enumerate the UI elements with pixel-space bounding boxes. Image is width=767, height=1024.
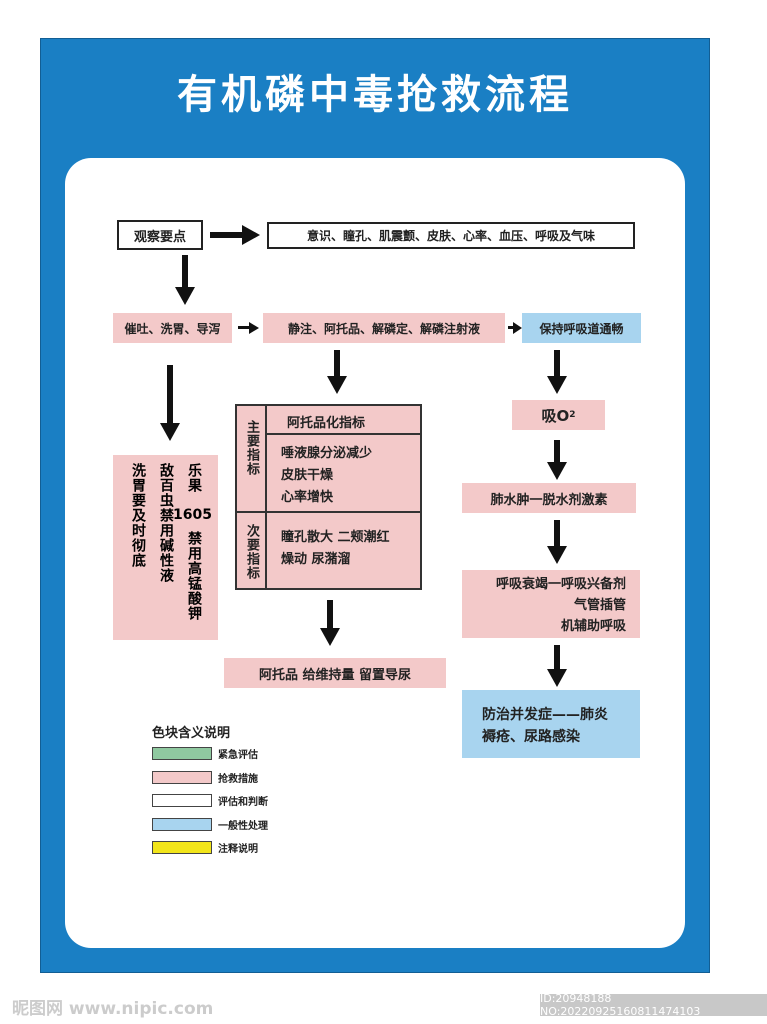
arrow-right	[210, 232, 244, 238]
resp-fail-line: 机辅助呼吸	[560, 619, 626, 634]
prevention-line: 褥疮、尿路感染	[482, 729, 580, 745]
injection-box: 静注、阿托品、解磷定、解磷注射液	[263, 313, 505, 343]
dipterex-note: 敌百虫禁用碱性液	[158, 463, 174, 583]
arrow-right-small	[238, 326, 250, 329]
main-indicator-label: 主要指标	[244, 420, 259, 476]
legend-label: 评估和判断	[218, 797, 268, 808]
oxygen-subscript: 2	[569, 410, 576, 420]
legend-item: 注释说明	[152, 840, 258, 855]
page-title: 有机磷中毒抢救流程	[177, 72, 573, 118]
legend-swatch	[152, 770, 212, 784]
prevention-box: 防治并发症——肺炎 褥疮、尿路感染	[462, 690, 640, 758]
prevention-line: 防治并发症——肺炎	[482, 707, 608, 723]
legend-label: 抢救措施	[218, 773, 258, 785]
watermark-logo: 昵图网 www.nipic.com	[12, 999, 214, 1019]
legend-item: 紧急评估	[152, 746, 258, 761]
arrow-right-head	[242, 225, 260, 245]
permanganate-note: 禁用高锰酸钾	[186, 531, 202, 621]
main-item: 唾液腺分泌减少	[281, 446, 373, 461]
table-header: 阿托品化指标	[287, 416, 366, 431]
legend-swatch	[152, 794, 212, 807]
main-item: 皮肤干燥	[281, 468, 334, 483]
legend-swatch	[152, 747, 212, 760]
resp-fail-line: 气管插管	[573, 598, 626, 613]
emesis-box: 催吐、洗胃、导泻	[113, 313, 232, 343]
minor-indicator-label: 次要指标	[244, 524, 259, 580]
main-item: 心率增快	[281, 490, 334, 505]
legend-swatch	[152, 841, 212, 854]
observe-box: 观察要点	[117, 220, 203, 250]
legend-title: 色块含义说明	[152, 726, 231, 741]
rogor-label: 乐果	[186, 463, 202, 493]
gastric-lavage-box: 洗胃要及时彻底 敌百虫禁用碱性液 乐果 1605 禁用高锰酸钾	[113, 455, 218, 640]
legend-label: 注释说明	[218, 844, 258, 855]
legend-item: 一般性处理	[152, 817, 268, 832]
legend-label: 一般性处理	[218, 820, 268, 832]
resp-fail-line: 呼吸衰竭一呼吸兴备剂	[495, 577, 626, 592]
legend-item: 评估和判断	[152, 793, 268, 808]
gastric-note: 洗胃要及时彻底	[130, 463, 146, 568]
oxygen-label: 吸O	[541, 406, 570, 425]
observe-items-box: 意识、瞳孔、肌震颤、皮肤、心率、血压、呼吸及气味	[267, 222, 635, 249]
arrow-head	[249, 322, 259, 334]
respiratory-failure-box: 呼吸衰竭一呼吸兴备剂 气管插管 机辅助呼吸	[462, 570, 640, 638]
legend-item: 抢救措施	[152, 770, 258, 785]
legend-swatch	[152, 817, 212, 831]
arrow-head	[513, 322, 522, 334]
arrow-right-small	[508, 326, 514, 329]
airway-box: 保持呼吸道通畅	[522, 313, 641, 343]
atropinization-table: 主要指标 阿托品化指标 唾液腺分泌减少 皮肤干燥 心率增快 次要指标 瞳孔散大 …	[235, 404, 422, 590]
maintenance-box: 阿托品 给维持量 留置导尿	[224, 658, 446, 688]
image-id-badge: ID:20948188 NO:20220925160811474103	[540, 992, 767, 1018]
legend-label: 紧急评估	[218, 750, 258, 761]
edema-box: 肺水肿一脱水剂激素	[462, 483, 636, 513]
minor-item: 瞳孔散大 二颊潮红	[281, 530, 390, 545]
minor-item: 燥动 尿潴溜	[281, 552, 351, 567]
parathion-label: 1605	[173, 507, 212, 523]
